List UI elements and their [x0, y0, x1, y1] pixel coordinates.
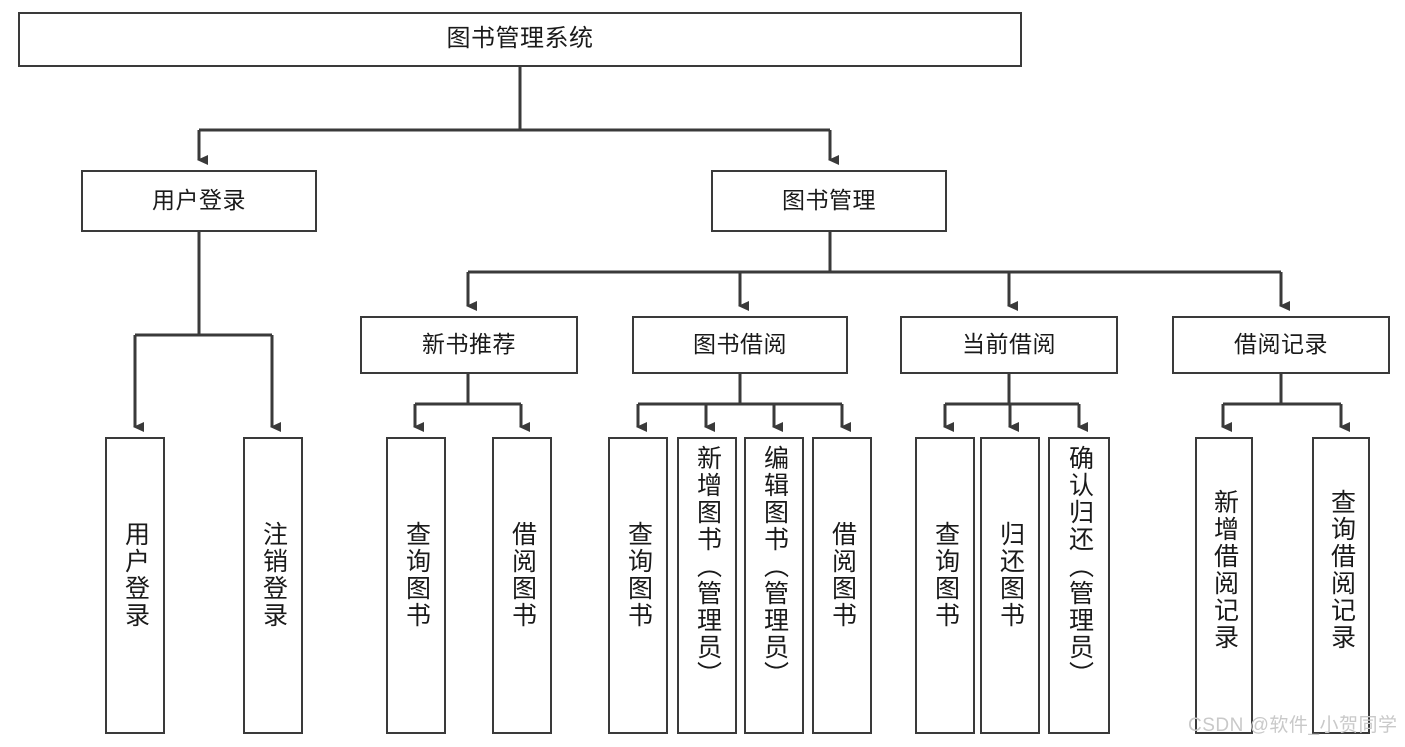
node-leaf-borrow-book-2-label: 借阅图书 [828, 521, 857, 629]
node-leaf-query-record-label: 查询借阅记录 [1327, 489, 1356, 651]
node-leaf-query-book-2[interactable]: 查询图书 [608, 437, 668, 734]
node-leaf-query-book-1[interactable]: 查询图书 [386, 437, 446, 734]
node-leaf-user-login-label: 用户登录 [121, 521, 150, 629]
node-current-borrow[interactable]: 当前借阅 [900, 316, 1118, 374]
node-current-borrow-label: 当前借阅 [962, 331, 1056, 358]
node-book-borrow[interactable]: 图书借阅 [632, 316, 848, 374]
node-leaf-query-book-3-label: 查询图书 [931, 521, 960, 629]
node-leaf-borrow-book-1[interactable]: 借阅图书 [492, 437, 552, 734]
node-leaf-add-record-label: 新增借阅记录 [1210, 489, 1239, 651]
node-user-login[interactable]: 用户登录 [81, 170, 317, 232]
node-borrow-record-label: 借阅记录 [1234, 331, 1328, 358]
csdn-watermark: CSDN @软件_小贺同学 [1188, 715, 1398, 736]
node-new-book-rec[interactable]: 新书推荐 [360, 316, 578, 374]
node-book-manage-label: 图书管理 [782, 187, 876, 214]
node-leaf-add-book[interactable]: 新增图书（管理员） [677, 437, 737, 734]
node-leaf-add-record[interactable]: 新增借阅记录 [1195, 437, 1253, 734]
node-leaf-confirm-return[interactable]: 确认归还（管理员） [1048, 437, 1110, 734]
node-leaf-query-book-2-label: 查询图书 [624, 521, 653, 629]
node-user-login-label: 用户登录 [152, 187, 246, 214]
node-new-book-rec-label: 新书推荐 [422, 331, 516, 358]
node-root[interactable]: 图书管理系统 [18, 12, 1022, 67]
node-leaf-return-book-label: 归还图书 [996, 521, 1025, 629]
node-book-borrow-label: 图书借阅 [693, 331, 787, 358]
node-leaf-logout[interactable]: 注销登录 [243, 437, 303, 734]
node-leaf-borrow-book-1-label: 借阅图书 [508, 521, 537, 629]
node-leaf-query-book-1-label: 查询图书 [402, 521, 431, 629]
node-leaf-user-login[interactable]: 用户登录 [105, 437, 165, 734]
node-root-label: 图书管理系统 [446, 25, 594, 53]
node-book-manage[interactable]: 图书管理 [711, 170, 947, 232]
node-leaf-return-book[interactable]: 归还图书 [980, 437, 1040, 734]
node-leaf-edit-book[interactable]: 编辑图书（管理员） [744, 437, 804, 734]
node-leaf-add-book-label: 新增图书（管理员） [693, 445, 722, 688]
node-leaf-query-book-3[interactable]: 查询图书 [915, 437, 975, 734]
node-leaf-query-record[interactable]: 查询借阅记录 [1312, 437, 1370, 734]
node-leaf-logout-label: 注销登录 [259, 521, 288, 629]
node-leaf-confirm-return-label: 确认归还（管理员） [1065, 445, 1094, 688]
node-borrow-record[interactable]: 借阅记录 [1172, 316, 1390, 374]
node-leaf-borrow-book-2[interactable]: 借阅图书 [812, 437, 872, 734]
node-leaf-edit-book-label: 编辑图书（管理员） [760, 445, 789, 688]
